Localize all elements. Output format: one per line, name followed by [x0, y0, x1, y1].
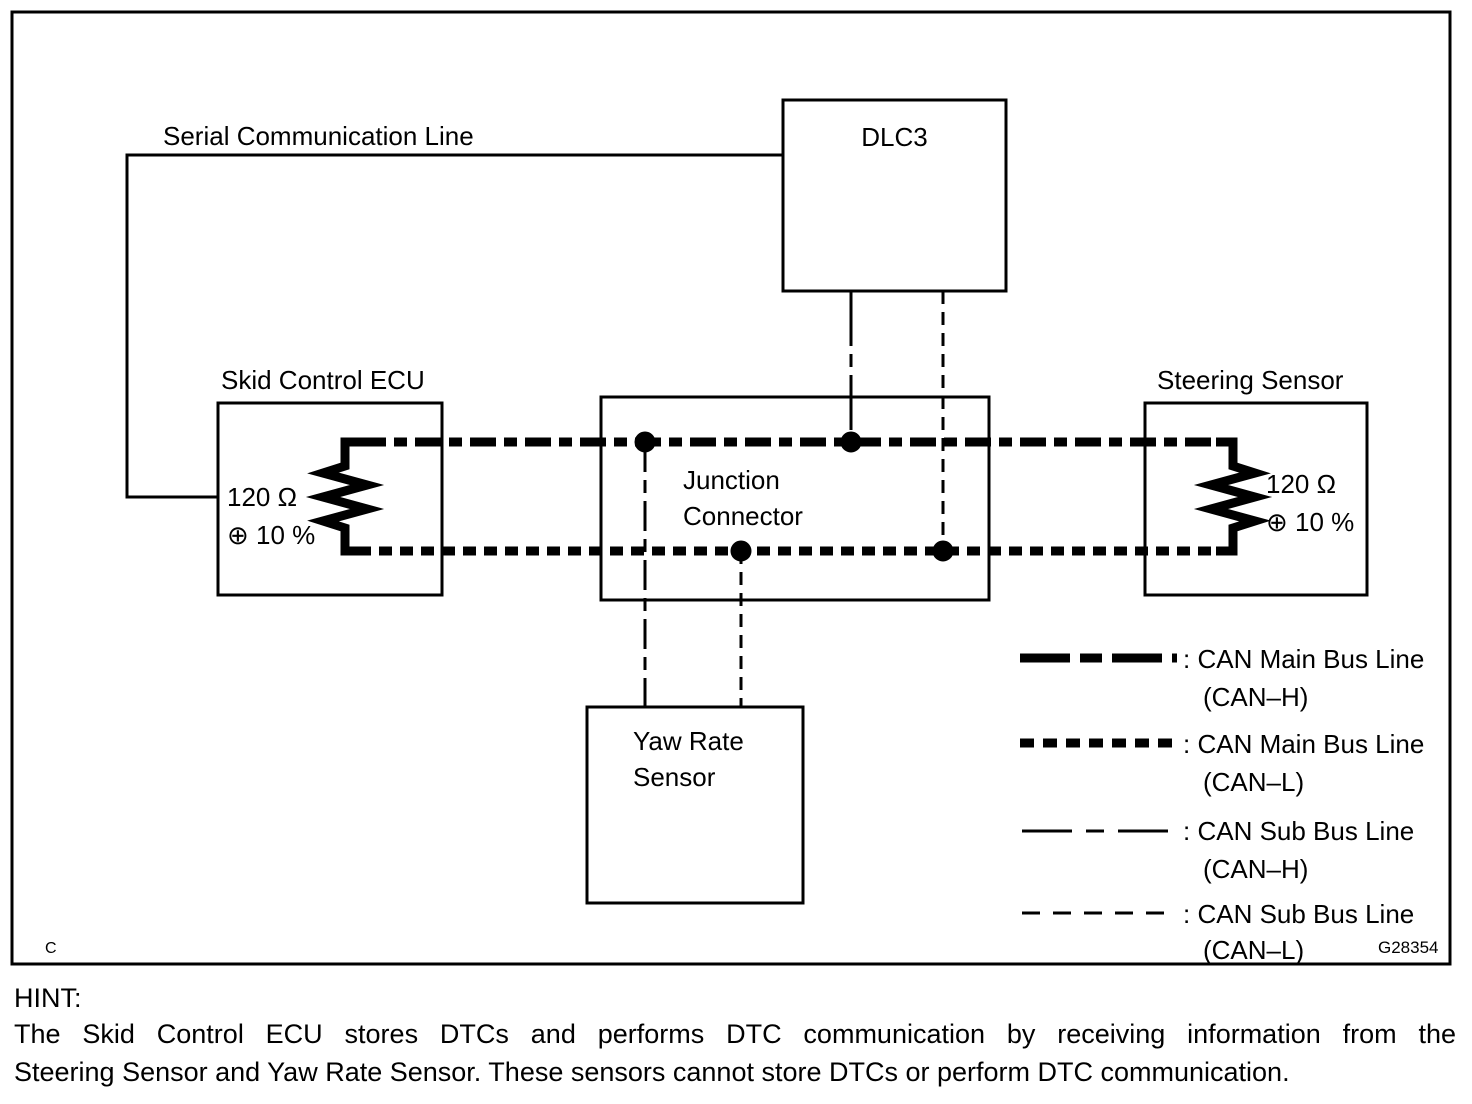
junction-connector-label: Junction Connector: [683, 462, 803, 534]
yaw-rate-sensor-label-line1: Yaw Rate: [633, 726, 744, 756]
diagram-border: [10, 10, 1452, 966]
legend-label-sub-h: : CAN Sub Bus Line: [1183, 816, 1415, 846]
skid-ecu-resistor-label: 120 Ω ⊕ 10 %: [227, 478, 315, 554]
steering-sensor-resistor-tolerance: ⊕ 10 %: [1266, 507, 1355, 537]
corner-label: C: [45, 940, 57, 957]
legend-sub-main-h: (CAN–H): [1203, 682, 1309, 712]
legend-sub-sub-l: (CAN–L): [1203, 935, 1305, 965]
hint-line-2: Steering Sensor and Yaw Rate Sensor. The…: [14, 1057, 1290, 1087]
legend-label-main-l: : CAN Main Bus Line: [1183, 729, 1425, 759]
junction-dot-h-right: [840, 431, 862, 453]
steering-sensor-box: [1143, 401, 1369, 597]
skid-ecu-resistor-value: 120 Ω: [227, 482, 298, 512]
junction-connector-label-line1: Junction: [683, 465, 780, 495]
steering-sensor-label: Steering Sensor: [1157, 365, 1344, 395]
steering-sensor-resistor: [1193, 437, 1273, 556]
junction-dot-h-left: [634, 431, 656, 453]
hint-title: HINT:: [14, 983, 82, 1013]
hint-line-1: The Skid Control ECU stores DTCs and per…: [14, 1019, 1456, 1049]
steering-sensor-resistor-label: 120 Ω ⊕ 10 %: [1266, 465, 1354, 541]
serial-communication-line-label: Serial Communication Line: [163, 121, 474, 151]
junction-connector-box: [599, 395, 991, 602]
legend-sub-sub-h: (CAN–H): [1203, 854, 1309, 884]
yaw-rate-sensor-label: Yaw Rate Sensor: [633, 723, 744, 795]
skid-control-ecu-label: Skid Control ECU: [221, 365, 425, 395]
serial-communication-line: [125, 153, 783, 499]
legend-sub-main-l: (CAN–L): [1203, 767, 1305, 797]
steering-sensor-resistor-value: 120 Ω: [1266, 469, 1337, 499]
legend-label-main-h: : CAN Main Bus Line: [1183, 644, 1425, 674]
junction-dot-l-right: [932, 540, 954, 562]
skid-control-ecu-box: [216, 401, 444, 597]
junction-dot-l-left: [730, 540, 752, 562]
dlc3-box: [781, 98, 1008, 293]
skid-ecu-resistor-tolerance: ⊕ 10 %: [227, 520, 316, 550]
yaw-rate-sensor-box: [585, 705, 805, 905]
junction-connector-label-line2: Connector: [683, 501, 803, 531]
figure-code: G28354: [1378, 938, 1439, 957]
skid-ecu-resistor: [305, 437, 385, 556]
legend-label-sub-l: : CAN Sub Bus Line: [1183, 899, 1415, 929]
dlc3-label: DLC3: [861, 122, 928, 152]
yaw-rate-sensor-label-line2: Sensor: [633, 762, 716, 792]
